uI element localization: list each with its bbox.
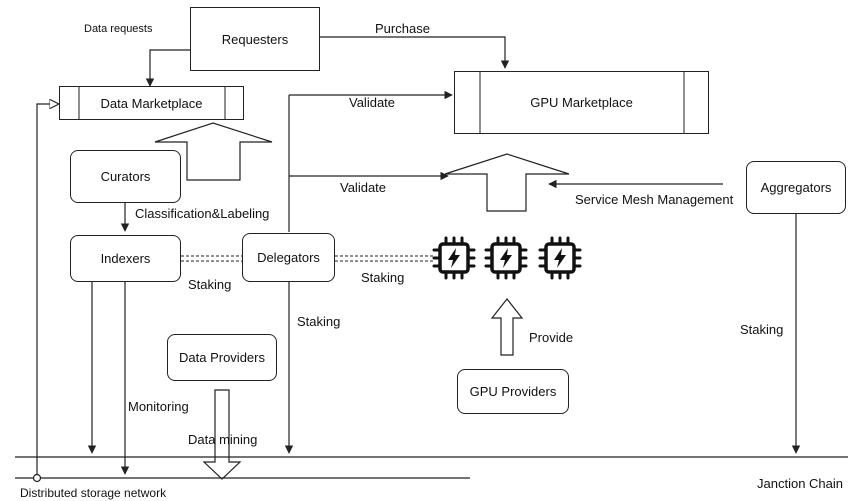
label-provide: Provide [529, 330, 574, 345]
storage-origin-dot [32, 473, 42, 483]
indexers-node: Indexers [70, 235, 181, 282]
label-data-requests: Data requests [84, 23, 153, 35]
hollow-arrow-gpu-validate [444, 153, 570, 212]
label-staking-gpu: Staking [361, 270, 405, 285]
hollow-arrow-provide [490, 298, 524, 356]
gpu-chip-icon [538, 236, 582, 280]
gpu-providers-node: GPU Providers [457, 369, 569, 414]
label-data-mining: Data mining [188, 432, 258, 447]
label-staking-indexers: Staking [188, 277, 232, 292]
label-purchase: Purchase [375, 21, 430, 36]
gpu-chip-icon [432, 236, 476, 280]
gpu-chip-icon [484, 236, 528, 280]
data-providers-node: Data Providers [167, 334, 277, 381]
edge-storage-to-marketplace [36, 104, 58, 474]
label-validate-mid: Validate [340, 180, 387, 195]
aggregators-node: Aggregators [746, 161, 846, 214]
label-validate-top: Validate [349, 95, 396, 110]
hollow-arrow-curators-up [154, 122, 273, 181]
data-marketplace-node: Data Marketplace [59, 86, 244, 120]
label-classification: Classification&Labeling [135, 206, 270, 221]
label-service-mesh: Service Mesh Management [575, 192, 734, 207]
label-staking-aggregators: Staking [740, 322, 784, 337]
edge-purchase [320, 36, 510, 69]
curators-node: Curators [70, 150, 181, 203]
edge-data-requests [145, 49, 190, 87]
delegators-node: Delegators [242, 233, 335, 282]
label-distributed-storage: Distributed storage network [20, 486, 167, 500]
label-staking-delegators: Staking [297, 314, 341, 329]
hollow-arrow-data-mining [202, 389, 242, 480]
gpu-marketplace-node: GPU Marketplace [454, 71, 709, 134]
requesters-node: Requesters [190, 7, 320, 71]
label-monitoring: Monitoring [128, 399, 189, 414]
label-janction-chain: Janction Chain [757, 476, 843, 491]
